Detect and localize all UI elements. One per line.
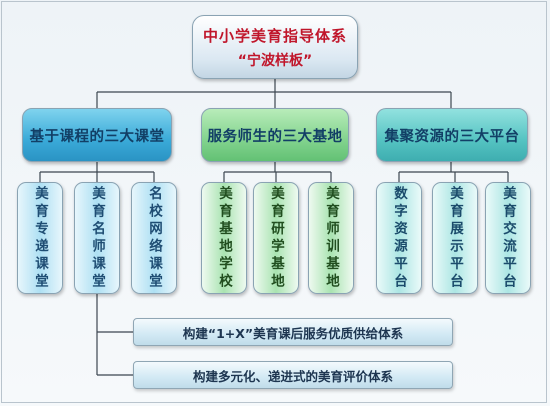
node-base-3: 美育师训基地 — [308, 182, 354, 294]
node-platform-1-label: 数字资源平台 — [391, 185, 407, 291]
node-base-1-label: 美育基地学校 — [216, 185, 232, 291]
node-course-3: 名校网络课堂 — [131, 182, 177, 294]
system-title-box: 中小学美育指导体系 “宁波样板” — [192, 15, 358, 79]
system-title: 中小学美育指导体系 — [202, 26, 347, 45]
node-course-2-label: 美育名师课堂 — [89, 185, 105, 291]
node-course-1-label: 美育专递课堂 — [32, 185, 48, 291]
node-platform-1: 数字资源平台 — [376, 182, 422, 294]
node-course-2: 美育名师课堂 — [74, 182, 120, 294]
node-base-2: 美育研学基地 — [253, 182, 299, 294]
evaluation-system-bar: 构建多元化、递进式的美育评价体系 — [133, 361, 453, 389]
category-bases: 服务师生的三大基地 — [201, 108, 349, 162]
category-bases-label: 服务师生的三大基地 — [207, 128, 343, 145]
node-base-1: 美育基地学校 — [201, 182, 247, 294]
node-course-1: 美育专递课堂 — [17, 182, 63, 294]
node-platform-2-label: 美育展示平台 — [447, 185, 463, 291]
evaluation-system-label: 构建多元化、递进式的美育评价体系 — [192, 368, 393, 384]
node-base-3-label: 美育师训基地 — [323, 185, 339, 291]
node-platform-3-label: 美育交流平台 — [500, 185, 516, 291]
category-platforms: 集聚资源的三大平台 — [376, 108, 528, 162]
after-school-service-bar: 构建“1+X”美育课后服务优质供给体系 — [133, 318, 453, 346]
category-platforms-label: 集聚资源的三大平台 — [384, 128, 520, 145]
node-course-3-label: 名校网络课堂 — [146, 185, 162, 291]
node-platform-3: 美育交流平台 — [485, 182, 531, 294]
category-courses-label: 基于课程的三大课堂 — [29, 128, 165, 145]
node-base-2-label: 美育研学基地 — [268, 185, 284, 291]
category-courses: 基于课程的三大课堂 — [22, 108, 172, 162]
after-school-service-label: 构建“1+X”美育课后服务优质供给体系 — [182, 325, 404, 341]
system-subtitle: “宁波样板” — [237, 52, 313, 69]
node-platform-2: 美育展示平台 — [432, 182, 478, 294]
